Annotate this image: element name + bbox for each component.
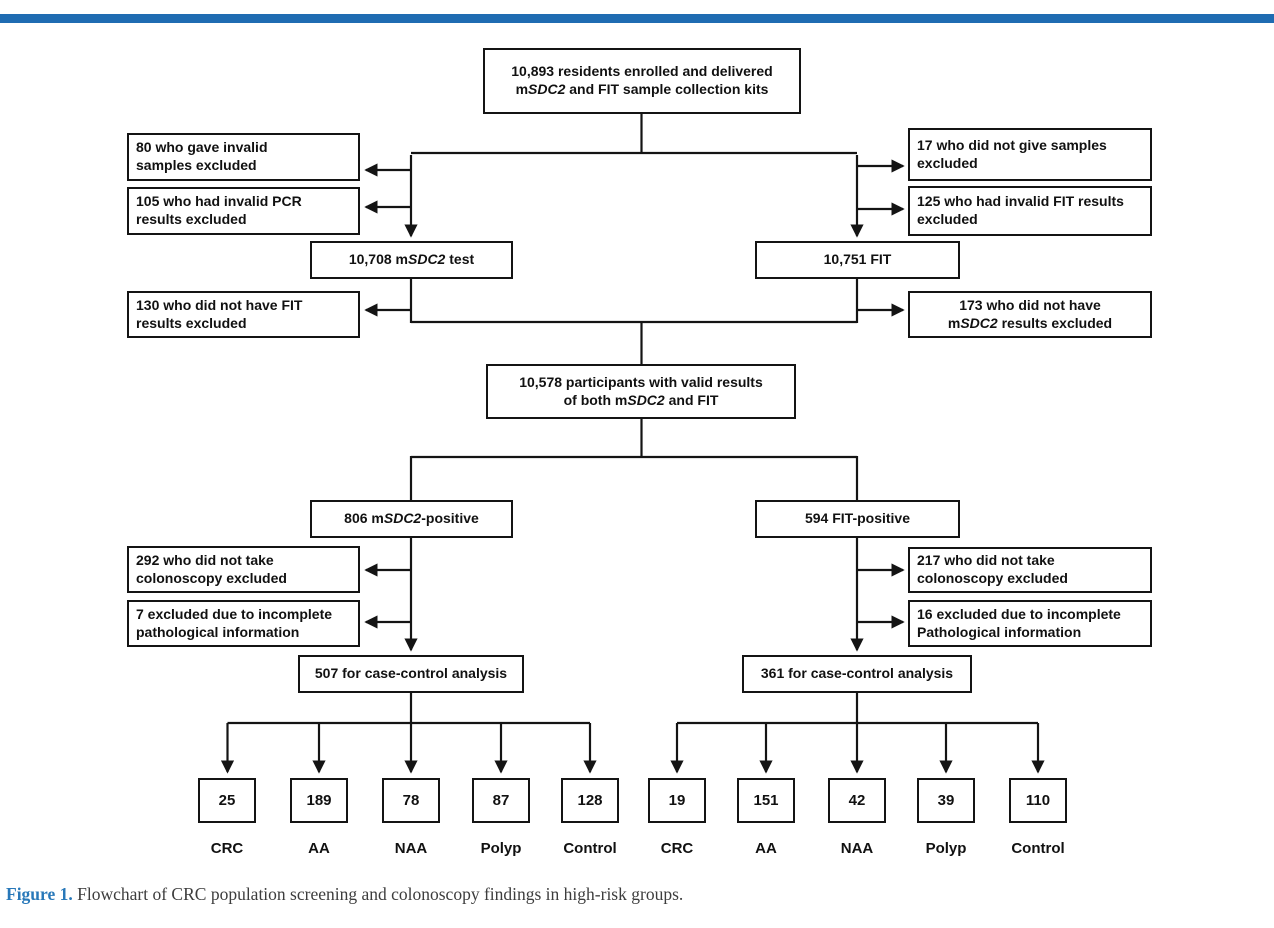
leaf-right-polyp-count: 39 <box>917 778 975 823</box>
leaf-left-crc-label: CRC <box>210 840 244 857</box>
figure-caption-label: Figure 1. <box>6 884 73 904</box>
node-msdc2-positive-text: 806 mSDC2-positive <box>344 510 479 527</box>
node-fit-positive-text: 594 FIT-positive <box>804 510 911 527</box>
journal-header-bar <box>0 14 1274 23</box>
leaf-right-aa-label: AA <box>755 840 777 857</box>
leaf-left-naa-label: NAA <box>394 840 428 857</box>
node-case-control-left-text: 507 for case-control analysis <box>314 665 508 682</box>
leaf-right-naa-count: 42 <box>828 778 886 823</box>
leaf-left-polyp-count: 87 <box>472 778 530 823</box>
leaf-left-control-count: 128 <box>561 778 619 823</box>
leaf-right-polyp-label: Polyp <box>925 840 967 857</box>
node-msdc2-test-text: 10,708 mSDC2 test <box>348 251 475 268</box>
leaf-right-crc-count: 19 <box>648 778 706 823</box>
leaf-right-control-count: 110 <box>1009 778 1067 823</box>
figure-caption-text: Flowchart of CRC population screening an… <box>72 884 684 904</box>
node-fit-test-text: 10,751 FIT <box>823 251 892 268</box>
node-case-control-right: 361 for case-control analysis <box>742 655 972 693</box>
leaf-left-aa-label: AA <box>308 840 330 857</box>
leaf-left-naa-count: 78 <box>382 778 440 823</box>
leaf-left-control-label: Control <box>563 840 617 857</box>
leaf-right-aa-count: 151 <box>737 778 795 823</box>
figure-caption: Figure 1. Flowchart of CRC population sc… <box>6 884 1106 905</box>
node-case-control-right-text: 361 for case-control analysis <box>760 665 954 682</box>
node-case-control-left: 507 for case-control analysis <box>298 655 524 693</box>
leaf-right-naa-label: NAA <box>840 840 874 857</box>
node-msdc2-positive: 806 mSDC2-positive <box>310 500 513 538</box>
node-fit-test: 10,751 FIT <box>755 241 960 279</box>
node-fit-positive: 594 FIT-positive <box>755 500 960 538</box>
leaf-right-crc-label: CRC <box>660 840 694 857</box>
leaf-left-polyp-label: Polyp <box>480 840 522 857</box>
leaf-left-aa-count: 189 <box>290 778 348 823</box>
node-msdc2-test: 10,708 mSDC2 test <box>310 241 513 279</box>
leaf-left-crc-count: 25 <box>198 778 256 823</box>
leaf-right-control-label: Control <box>1011 840 1065 857</box>
